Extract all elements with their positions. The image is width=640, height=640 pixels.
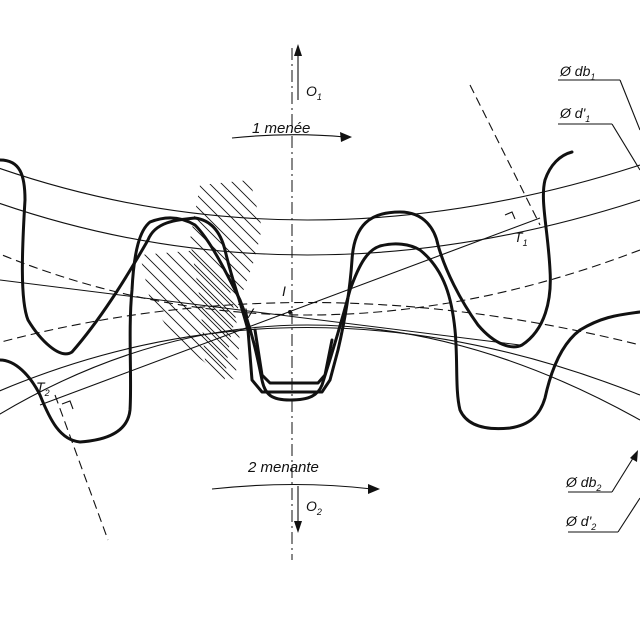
label-point-i: I [282, 283, 286, 299]
leader-db1 [558, 79, 640, 131]
label-o2: O2 [306, 498, 322, 517]
pitch-circle-1 [0, 249, 640, 316]
leader-d2 [568, 497, 640, 533]
rotation-arrow-1 [231, 134, 346, 139]
rotation-arrowhead-1 [340, 132, 352, 142]
o2-arrowhead [294, 521, 302, 533]
o1-arrowhead [294, 44, 302, 56]
label-t2: T2 [36, 379, 50, 398]
label-o1: O1 [306, 83, 322, 102]
label-t1: T1 [514, 229, 528, 248]
right-angle-t1 [504, 211, 516, 220]
line-of-action-2 [0, 279, 521, 346]
label-d2: Ø d'2 [565, 513, 596, 532]
leader-db2 [568, 450, 638, 493]
label-wheel-2: 2 menante [247, 459, 319, 476]
root-circle-2 [0, 327, 640, 396]
label-wheel-1: 1 menée [252, 120, 310, 137]
pitch-point-dot [288, 310, 292, 314]
label-db2: Ø db2 [565, 474, 601, 493]
label-db1: Ø db1 [559, 63, 595, 82]
base-circle-2 [0, 324, 640, 421]
radius-t1 [469, 84, 541, 226]
label-d1: Ø d'1 [559, 105, 590, 124]
pitch-circle-2 [0, 301, 640, 346]
gear-1-profile [0, 150, 574, 394]
radius-t2 [54, 394, 109, 541]
rotation-arrow-2 [211, 483, 373, 490]
gear-1-groove-inner [253, 328, 334, 385]
gear-2-profile [0, 216, 640, 444]
right-angle-t2 [61, 400, 74, 410]
rotation-arrowhead-2 [368, 484, 380, 494]
leader-d1 [558, 123, 640, 171]
label-point-v: V [244, 305, 255, 321]
